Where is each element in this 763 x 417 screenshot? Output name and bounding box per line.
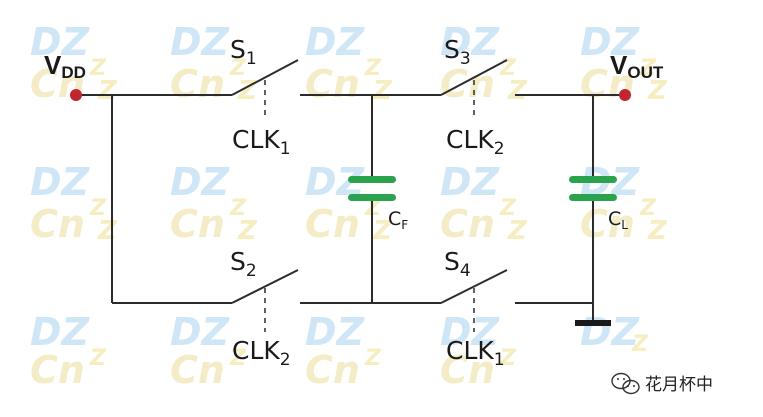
watermark-dz: DZ [580,310,641,354]
watermark-z: Z [229,56,247,81]
watermark-dz: DZ [305,20,366,64]
switch-s4 [440,269,508,304]
watermark-dz: DZ [580,20,641,64]
watermark-dz: DZ [170,160,231,204]
watermark-cn: Cn [170,62,225,106]
watermark-z: Z [647,216,668,246]
watermark-dz: DZ [440,160,501,204]
watermark-cn: Cn [580,202,635,246]
watermark-z: Z [631,332,649,357]
watermark-z: Z [499,346,517,371]
watermark-cn: Cn [30,202,85,246]
switch-s3 [440,59,508,96]
ground-symbol [575,320,611,326]
watermark-z: Z [639,196,657,221]
watermark-cn: Cn [305,202,360,246]
watermark-dz: DZ [30,310,91,354]
watermark-z: Z [499,196,517,221]
switch-s1 [231,59,299,96]
watermark-dz: DZ [30,160,91,204]
switch-s3-label: S3 [444,35,471,69]
watermark-cn: Cn [30,348,85,392]
capacitor-cl [569,176,617,201]
switch-s4-label: S4 [444,247,471,281]
watermark-dz: DZ [440,310,501,354]
vdd-terminal [70,89,82,101]
capacitor-cf-plate-top [348,176,396,183]
clk-s3-label: CLK2 [446,125,505,159]
watermark-z: Z [89,56,107,81]
watermark-dz: DZ [170,20,231,64]
watermark-z: Z [89,196,107,221]
watermark-cn: Cn [440,62,495,106]
watermark-z: Z [647,76,668,106]
capacitor-cf [348,176,396,201]
capacitor-cf-label: CF [388,208,408,232]
watermark-dz: DZ [30,20,91,64]
switch-blades [231,59,508,304]
wechat-account-name: 花月杯中 [645,375,713,395]
watermark-cn: Cn [305,62,360,106]
watermark-z: Z [372,216,393,246]
vout-label: VOUT [610,50,664,82]
watermark-cn: Cn [440,348,495,392]
vout-terminal [619,89,631,101]
watermark-z: Z [237,216,258,246]
watermark-z: Z [97,216,118,246]
watermark-z: Z [507,76,528,106]
capacitor-cl-label: CL [608,208,628,232]
watermark-z: Z [89,346,107,371]
watermark-z: Z [229,346,247,371]
capacitor-cl-plate-bottom [569,194,617,201]
watermark-cn: Cn [170,348,225,392]
switch-s2 [231,269,299,304]
capacitor-cl-plate-top [569,176,617,183]
clock-links [264,80,475,332]
watermark-dz: DZ [440,20,501,64]
wechat-icon [611,372,640,395]
watermark-z: Z [97,76,118,106]
watermark-cn: Cn [170,202,225,246]
wires [76,94,625,322]
wechat-account: 花月杯中 [611,372,713,395]
watermark-cn: Cn [305,348,360,392]
watermark-z: Z [372,76,393,106]
watermark-dz: DZ [305,310,366,354]
watermark-z: Z [364,56,382,81]
watermark-dz: DZ [170,310,231,354]
clk-s1-label: CLK1 [232,125,291,159]
watermark-z: Z [639,56,657,81]
vdd-label: VDD [44,50,86,82]
watermark: DZ Cn Z Z DZ Cn Z Z DZ Cn Z Z DZ Cn Z Z … [30,20,668,392]
watermark-z: Z [229,196,247,221]
watermark-z: Z [507,216,528,246]
switch-s1-label: S1 [230,35,257,69]
capacitor-cf-plate-bottom [348,194,396,201]
clk-s4-label: CLK1 [446,336,505,370]
clk-s2-label: CLK2 [232,336,291,370]
watermark-cn: Cn [440,202,495,246]
switch-s2-label: S2 [230,247,257,281]
watermark-z: Z [364,346,382,371]
